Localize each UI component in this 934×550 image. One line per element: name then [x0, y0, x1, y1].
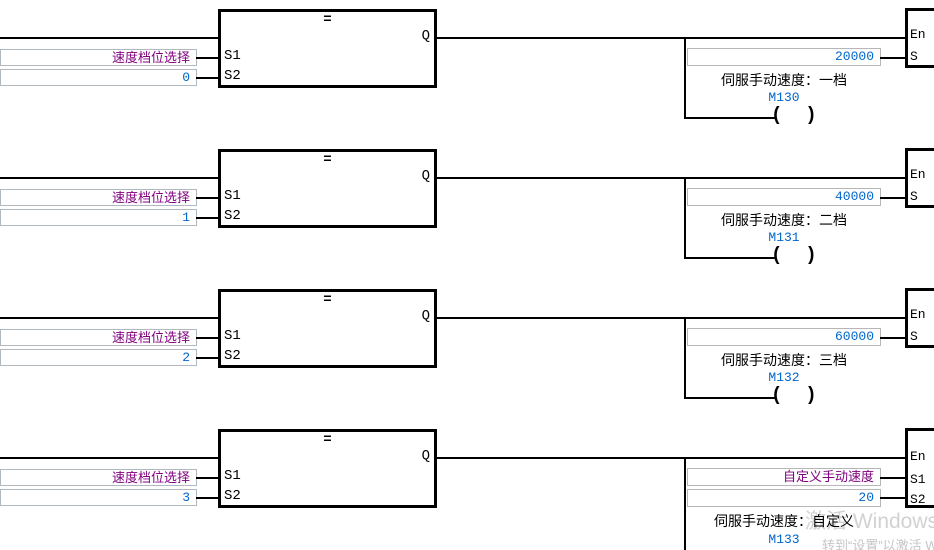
input-s2-label: S2	[224, 488, 241, 504]
operand-comment-box[interactable]: 速度档位选择	[0, 469, 197, 486]
equals-operator-label: =	[323, 432, 332, 448]
input-s-label: S	[910, 49, 918, 64]
input-en-label: En	[910, 167, 926, 182]
wire-horizontal	[0, 37, 218, 39]
wire-horizontal	[0, 317, 218, 319]
wire-stub	[196, 337, 218, 339]
windows-activation-watermark: 激活 Windows	[805, 510, 934, 533]
wire-horizontal	[684, 257, 776, 259]
custom-speed-value-box[interactable]: 20	[687, 489, 881, 507]
wire-horizontal	[437, 457, 905, 459]
output-coil[interactable]: ( )	[771, 104, 817, 126]
wire-horizontal	[684, 117, 776, 119]
input-s2-label: S2	[224, 68, 241, 84]
input-s1-label: S1	[224, 188, 241, 204]
wire-stub	[196, 57, 218, 59]
device-comment-label: 伺服手动速度：自定义	[714, 513, 854, 529]
move-source-value-box[interactable]: 60000	[687, 328, 881, 346]
wire-stub	[196, 357, 218, 359]
input-en-label: En	[910, 449, 926, 464]
operand-value-box[interactable]: 3	[0, 489, 197, 506]
wire-stub	[196, 217, 218, 219]
wire-vertical-branch	[684, 38, 686, 119]
equals-function-block[interactable]: = Q S1 S2	[218, 429, 437, 508]
calc-function-block-partial[interactable]: En S1 S2	[905, 428, 934, 508]
move-function-block-partial[interactable]: En S	[905, 148, 934, 208]
wire-horizontal	[0, 457, 218, 459]
coil-device-label: M133	[768, 532, 800, 547]
operand-value-box[interactable]: 2	[0, 349, 197, 366]
coil-device-label: M130	[768, 90, 800, 105]
input-s-label: S	[910, 189, 918, 204]
input-s2-label: S2	[224, 348, 241, 364]
wire-stub	[880, 57, 905, 59]
input-s1-label: S1	[224, 48, 241, 64]
wire-stub	[880, 497, 905, 499]
input-s2-label: S2	[910, 492, 926, 507]
input-s1-label: S1	[224, 468, 241, 484]
input-s2-label: S2	[224, 208, 241, 224]
output-q-label: Q	[421, 448, 430, 464]
equals-function-block[interactable]: = Q S1 S2	[218, 149, 437, 228]
wire-vertical-branch	[684, 458, 686, 550]
device-comment-label: 伺服手动速度：一档	[721, 72, 847, 88]
equals-function-block[interactable]: = Q S1 S2	[218, 9, 437, 88]
input-s-label: S	[910, 329, 918, 344]
output-q-label: Q	[421, 308, 430, 324]
operand-comment-box[interactable]: 速度档位选择	[0, 189, 197, 206]
wire-stub	[880, 337, 905, 339]
equals-operator-label: =	[323, 12, 332, 28]
coil-device-label: M131	[768, 230, 800, 245]
input-en-label: En	[910, 27, 926, 42]
move-source-value-box[interactable]: 20000	[687, 48, 881, 66]
move-function-block-partial[interactable]: En S	[905, 8, 934, 68]
coil-device-label: M132	[768, 370, 800, 385]
output-q-label: Q	[421, 28, 430, 44]
operand-comment-box[interactable]: 速度档位选择	[0, 49, 197, 66]
wire-stub	[196, 477, 218, 479]
equals-function-block[interactable]: = Q S1 S2	[218, 289, 437, 368]
wire-stub	[880, 197, 905, 199]
move-function-block-partial[interactable]: En S	[905, 288, 934, 348]
operand-value-box[interactable]: 1	[0, 209, 197, 226]
equals-operator-label: =	[323, 152, 332, 168]
windows-activation-watermark-hint: 转到“设置”以激活 Windows。	[822, 538, 934, 550]
wire-horizontal	[684, 397, 776, 399]
custom-speed-comment-box[interactable]: 自定义手动速度	[687, 468, 881, 486]
output-coil[interactable]: ( )	[771, 244, 817, 266]
wire-horizontal	[0, 177, 218, 179]
input-s1-label: S1	[224, 328, 241, 344]
output-q-label: Q	[421, 168, 430, 184]
output-coil[interactable]: ( )	[771, 384, 817, 406]
wire-stub	[880, 477, 905, 479]
wire-horizontal	[437, 317, 905, 319]
wire-vertical-branch	[684, 318, 686, 399]
input-s1-label: S1	[910, 472, 926, 487]
wire-stub	[196, 77, 218, 79]
wire-stub	[196, 497, 218, 499]
wire-horizontal	[437, 37, 905, 39]
device-comment-label: 伺服手动速度：二档	[721, 212, 847, 228]
input-en-label: En	[910, 307, 926, 322]
device-comment-label: 伺服手动速度：三档	[721, 352, 847, 368]
wire-horizontal	[437, 177, 905, 179]
operand-value-box[interactable]: 0	[0, 69, 197, 86]
equals-operator-label: =	[323, 292, 332, 308]
move-source-value-box[interactable]: 40000	[687, 188, 881, 206]
wire-stub	[196, 197, 218, 199]
wire-vertical-branch	[684, 178, 686, 259]
operand-comment-box[interactable]: 速度档位选择	[0, 329, 197, 346]
